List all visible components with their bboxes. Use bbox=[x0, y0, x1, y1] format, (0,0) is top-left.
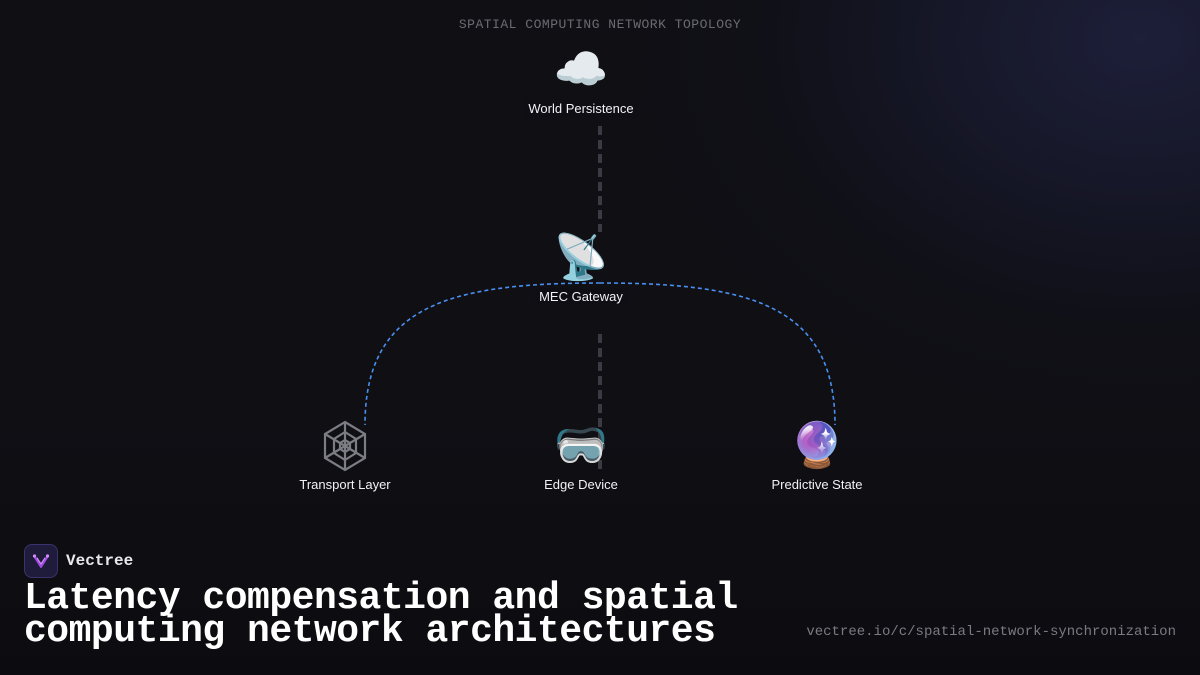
spider-web-graphic bbox=[323, 420, 367, 472]
node-label: Predictive State bbox=[767, 476, 867, 493]
page-title: Latency compensation and spatial computi… bbox=[24, 577, 738, 653]
page-url[interactable]: vectree.io/c/spatial-network-synchroniza… bbox=[806, 624, 1176, 640]
node-world-persistence[interactable]: ☁️ World Persistence bbox=[501, 42, 661, 118]
vectree-logo-graphic bbox=[32, 554, 50, 568]
crystal-ball-icon: 🔮 bbox=[789, 420, 845, 471]
node-label: Transport Layer bbox=[295, 476, 395, 493]
node-transport-layer[interactable]: Transport Layer bbox=[265, 418, 425, 494]
node-edge-device[interactable]: 🥽 Edge Device bbox=[501, 418, 661, 494]
link-mec-transport bbox=[364, 282, 601, 426]
node-label: Edge Device bbox=[540, 476, 622, 493]
link-mec-predict bbox=[599, 282, 836, 426]
vectree-logo-icon bbox=[24, 544, 58, 578]
goggles-icon: 🥽 bbox=[553, 420, 609, 471]
brand-name: Vectree bbox=[66, 552, 134, 570]
satellite-antenna-icon: 📡 bbox=[553, 232, 609, 283]
spider-web-icon bbox=[265, 418, 425, 474]
node-label: MEC Gateway bbox=[535, 288, 627, 305]
node-predictive-state[interactable]: 🔮 Predictive State bbox=[737, 418, 897, 494]
brand[interactable]: Vectree bbox=[24, 544, 133, 578]
node-label: World Persistence bbox=[524, 100, 638, 117]
node-mec-gateway[interactable]: 📡 MEC Gateway bbox=[501, 230, 661, 306]
diagram-title: SPATIAL COMPUTING NETWORK TOPOLOGY bbox=[458, 17, 742, 32]
cloud-icon: ☁️ bbox=[553, 44, 609, 95]
